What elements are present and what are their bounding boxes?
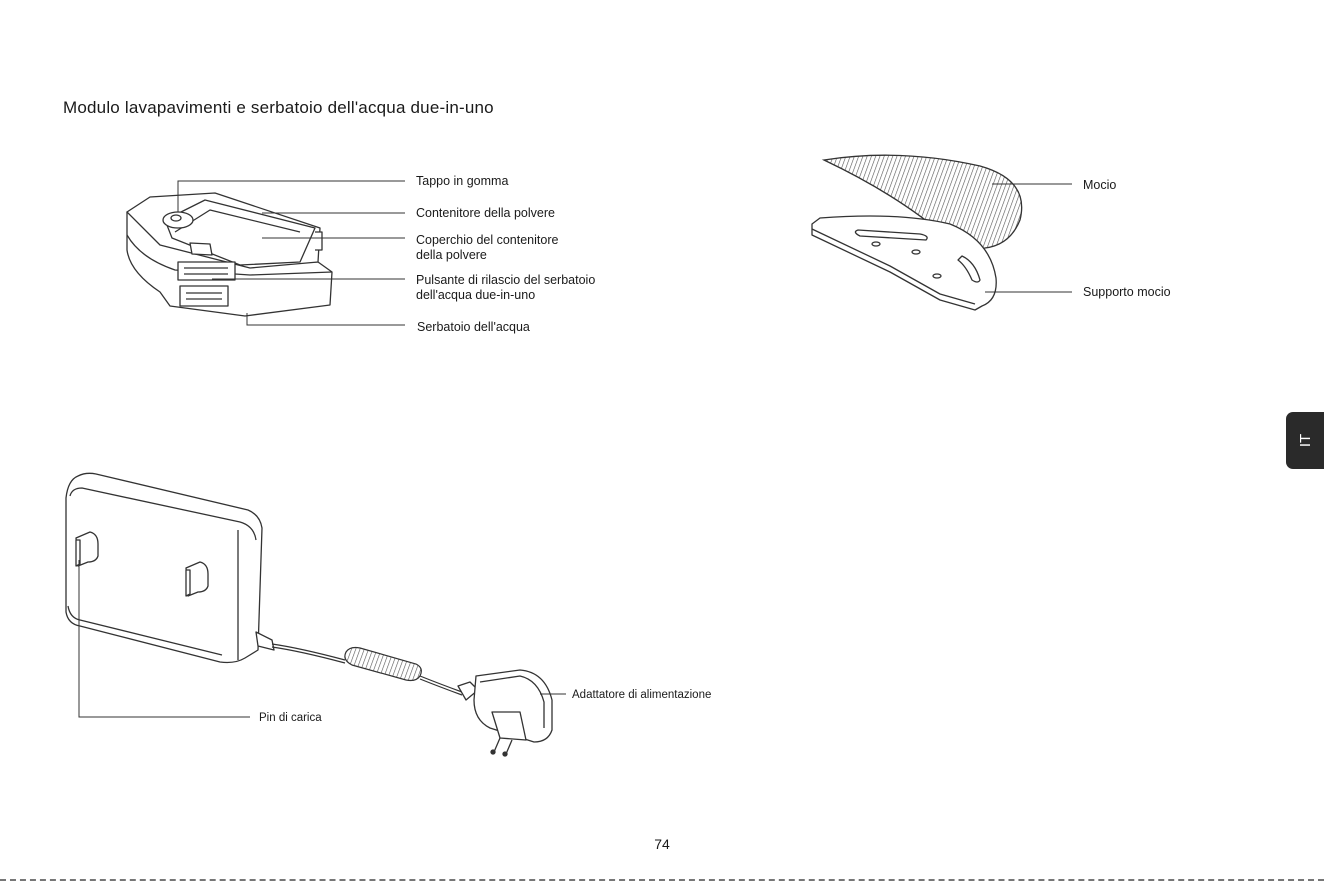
label-dust-bin-cover-line2: della polvere bbox=[416, 248, 558, 263]
language-tab-label: IT bbox=[1298, 434, 1315, 447]
language-tab: IT bbox=[1286, 412, 1324, 469]
page-number: 74 bbox=[0, 836, 1324, 852]
label-rubber-cap: Tappo in gomma bbox=[416, 174, 508, 189]
label-dust-bin-cover: Coperchio del contenitore della polvere bbox=[416, 233, 558, 263]
label-dust-bin-cover-line1: Coperchio del contenitore bbox=[416, 233, 558, 248]
label-dust-bin: Contenitore della polvere bbox=[416, 206, 555, 221]
label-release-button-line1: Pulsante di rilascio del serbatoio bbox=[416, 273, 595, 288]
label-charging-pins: Pin di carica bbox=[259, 711, 322, 726]
mop-module-illustration bbox=[127, 193, 332, 316]
bottom-rule bbox=[0, 879, 1324, 881]
cable-strap bbox=[345, 648, 421, 681]
label-water-tank: Serbatoio dell'acqua bbox=[417, 320, 530, 335]
label-power-adapter: Adattatore di alimentazione bbox=[572, 688, 711, 703]
label-release-button: Pulsante di rilascio del serbatoio dell'… bbox=[416, 273, 595, 303]
label-mop: Mocio bbox=[1083, 178, 1116, 193]
label-mop-holder: Supporto mocio bbox=[1083, 285, 1171, 300]
power-adapter-illustration bbox=[458, 670, 552, 756]
charging-dock-illustration bbox=[66, 473, 274, 662]
label-release-button-line2: dell'acqua due-in-uno bbox=[416, 288, 595, 303]
